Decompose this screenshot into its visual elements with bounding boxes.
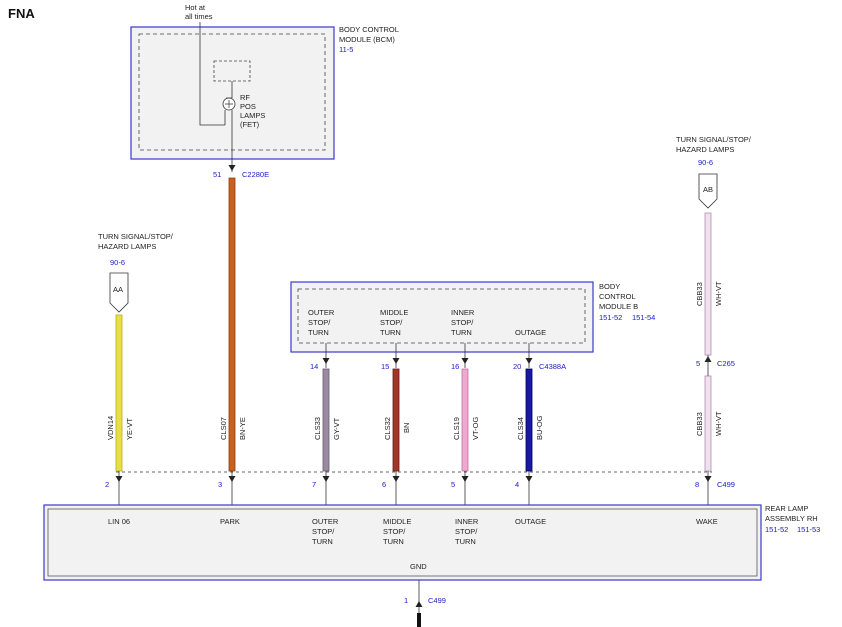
- rear-pin-leads: [118, 471, 709, 507]
- wire-circuit-cls07: CLS07: [219, 417, 228, 440]
- rear-pin-inner: 5: [451, 480, 455, 489]
- bcm-connector: C2280E: [242, 170, 269, 179]
- gnd-connector: C499: [428, 596, 446, 605]
- c265-connector: 5 C265: [696, 355, 735, 376]
- rear-pin-outer: 7: [312, 480, 316, 489]
- wire-cls32: [392, 368, 400, 472]
- wire-color-cbb33-upper: WH-VT: [714, 281, 723, 306]
- bcm-b-pin-middle: 15: [381, 362, 389, 371]
- wire-color-cls07: BN-YE: [238, 417, 247, 440]
- rear-pin-numbers: 2 3 7 6 5 4 8 C499: [105, 480, 735, 489]
- rear-pin-wake: 8: [695, 480, 699, 489]
- wire-color-cbb33-lower: WH-VT: [714, 411, 723, 436]
- rear-connector: C499: [717, 480, 735, 489]
- rear-input-lin: LIN 06: [108, 517, 130, 526]
- wire-color-cls32: BN: [402, 423, 411, 433]
- wire-color-vdn14: YE-VT: [125, 417, 134, 440]
- rear-input-wake: WAKE: [696, 517, 718, 526]
- c265-label: C265: [717, 359, 735, 368]
- left-ref-connector: TURN SIGNAL/STOP/HAZARD LAMPS 90-6 AA: [98, 232, 174, 313]
- right-ref-label: TURN SIGNAL/STOP/HAZARD LAMPS: [676, 135, 752, 154]
- wire-cbb33-upper: [704, 212, 712, 356]
- wire-circuit-cls33: CLS33: [313, 417, 322, 440]
- wire-color-cls33: GY-VT: [332, 417, 341, 440]
- gnd-output: 1 C499: [404, 580, 446, 627]
- wire-color-cls19: VT-OG: [471, 416, 480, 440]
- right-ref-page: 90-6: [698, 158, 713, 167]
- rear-pin-park: 3: [218, 480, 222, 489]
- rear-pin-outage: 4: [515, 480, 519, 489]
- rear-lamp-ref-2: 151-53: [797, 525, 820, 534]
- gnd-wire-black: [417, 613, 421, 627]
- bcm-b-output-outage: OUTAGE: [515, 328, 546, 337]
- bcm-b-ref-2: 151-54: [632, 313, 655, 322]
- wire-vdn14: [115, 314, 123, 472]
- wire-circuit-cls19: CLS19: [452, 417, 461, 440]
- rear-lamp-ref-1: 151-52: [765, 525, 788, 534]
- wire-labels: VDN14 YE-VT CLS07 BN-YE CLS33 GY-VT CLS3…: [106, 281, 723, 440]
- left-ref-tag-shape: [109, 272, 129, 313]
- bcm-ref: 11-5: [339, 45, 353, 54]
- wire-cls07: [228, 177, 236, 472]
- rear-pin-arrows: [115, 476, 712, 482]
- diagram-title: FNA: [8, 6, 35, 21]
- right-ref-tag-shape: [698, 173, 718, 209]
- left-ref-tag: AA: [113, 285, 123, 294]
- rear-input-outage: OUTAGE: [515, 517, 546, 526]
- rear-input-park: PARK: [220, 517, 240, 526]
- wire-cls34: [525, 368, 533, 472]
- left-ref-label: TURN SIGNAL/STOP/HAZARD LAMPS: [98, 232, 174, 251]
- wires: [115, 177, 712, 472]
- wire-circuit-vdn14: VDN14: [106, 416, 115, 440]
- fet-switch-box: [213, 60, 251, 82]
- bcm-b-ref-1: 151-52: [599, 313, 622, 322]
- wire-circuit-cbb33-upper: CBB33: [695, 282, 704, 306]
- rear-pin-middle: 6: [382, 480, 386, 489]
- left-ref-page: 90-6: [110, 258, 125, 267]
- gnd-pin: 1: [404, 596, 408, 605]
- hot-at-all-times-feed: [199, 22, 225, 126]
- wire-color-cls34: BU-OG: [535, 415, 544, 440]
- wire-cbb33-lower: [704, 375, 712, 472]
- right-ref-connector: TURN SIGNAL/STOP/HAZARD LAMPS 90-6 AB: [676, 135, 752, 209]
- rear-pin-lin: 2: [105, 480, 109, 489]
- bcm-b-pin-outage: 20: [513, 362, 521, 371]
- wire-cls33: [322, 368, 330, 472]
- rear-gnd-label: GND: [410, 562, 427, 571]
- wire-circuit-cbb33-lower: CBB33: [695, 412, 704, 436]
- bcm-b-pin-outer: 14: [310, 362, 318, 371]
- wire-circuit-cls34: CLS34: [516, 417, 525, 440]
- wire-circuit-cls32: CLS32: [383, 417, 392, 440]
- bcm-pin: 51: [213, 170, 221, 179]
- bcm-b-pin-inner: 16: [451, 362, 459, 371]
- c265-pin: 5: [696, 359, 700, 368]
- right-ref-tag: AB: [703, 185, 713, 194]
- bcm-b-connector: C4388A: [539, 362, 566, 371]
- wire-cls19: [461, 368, 469, 472]
